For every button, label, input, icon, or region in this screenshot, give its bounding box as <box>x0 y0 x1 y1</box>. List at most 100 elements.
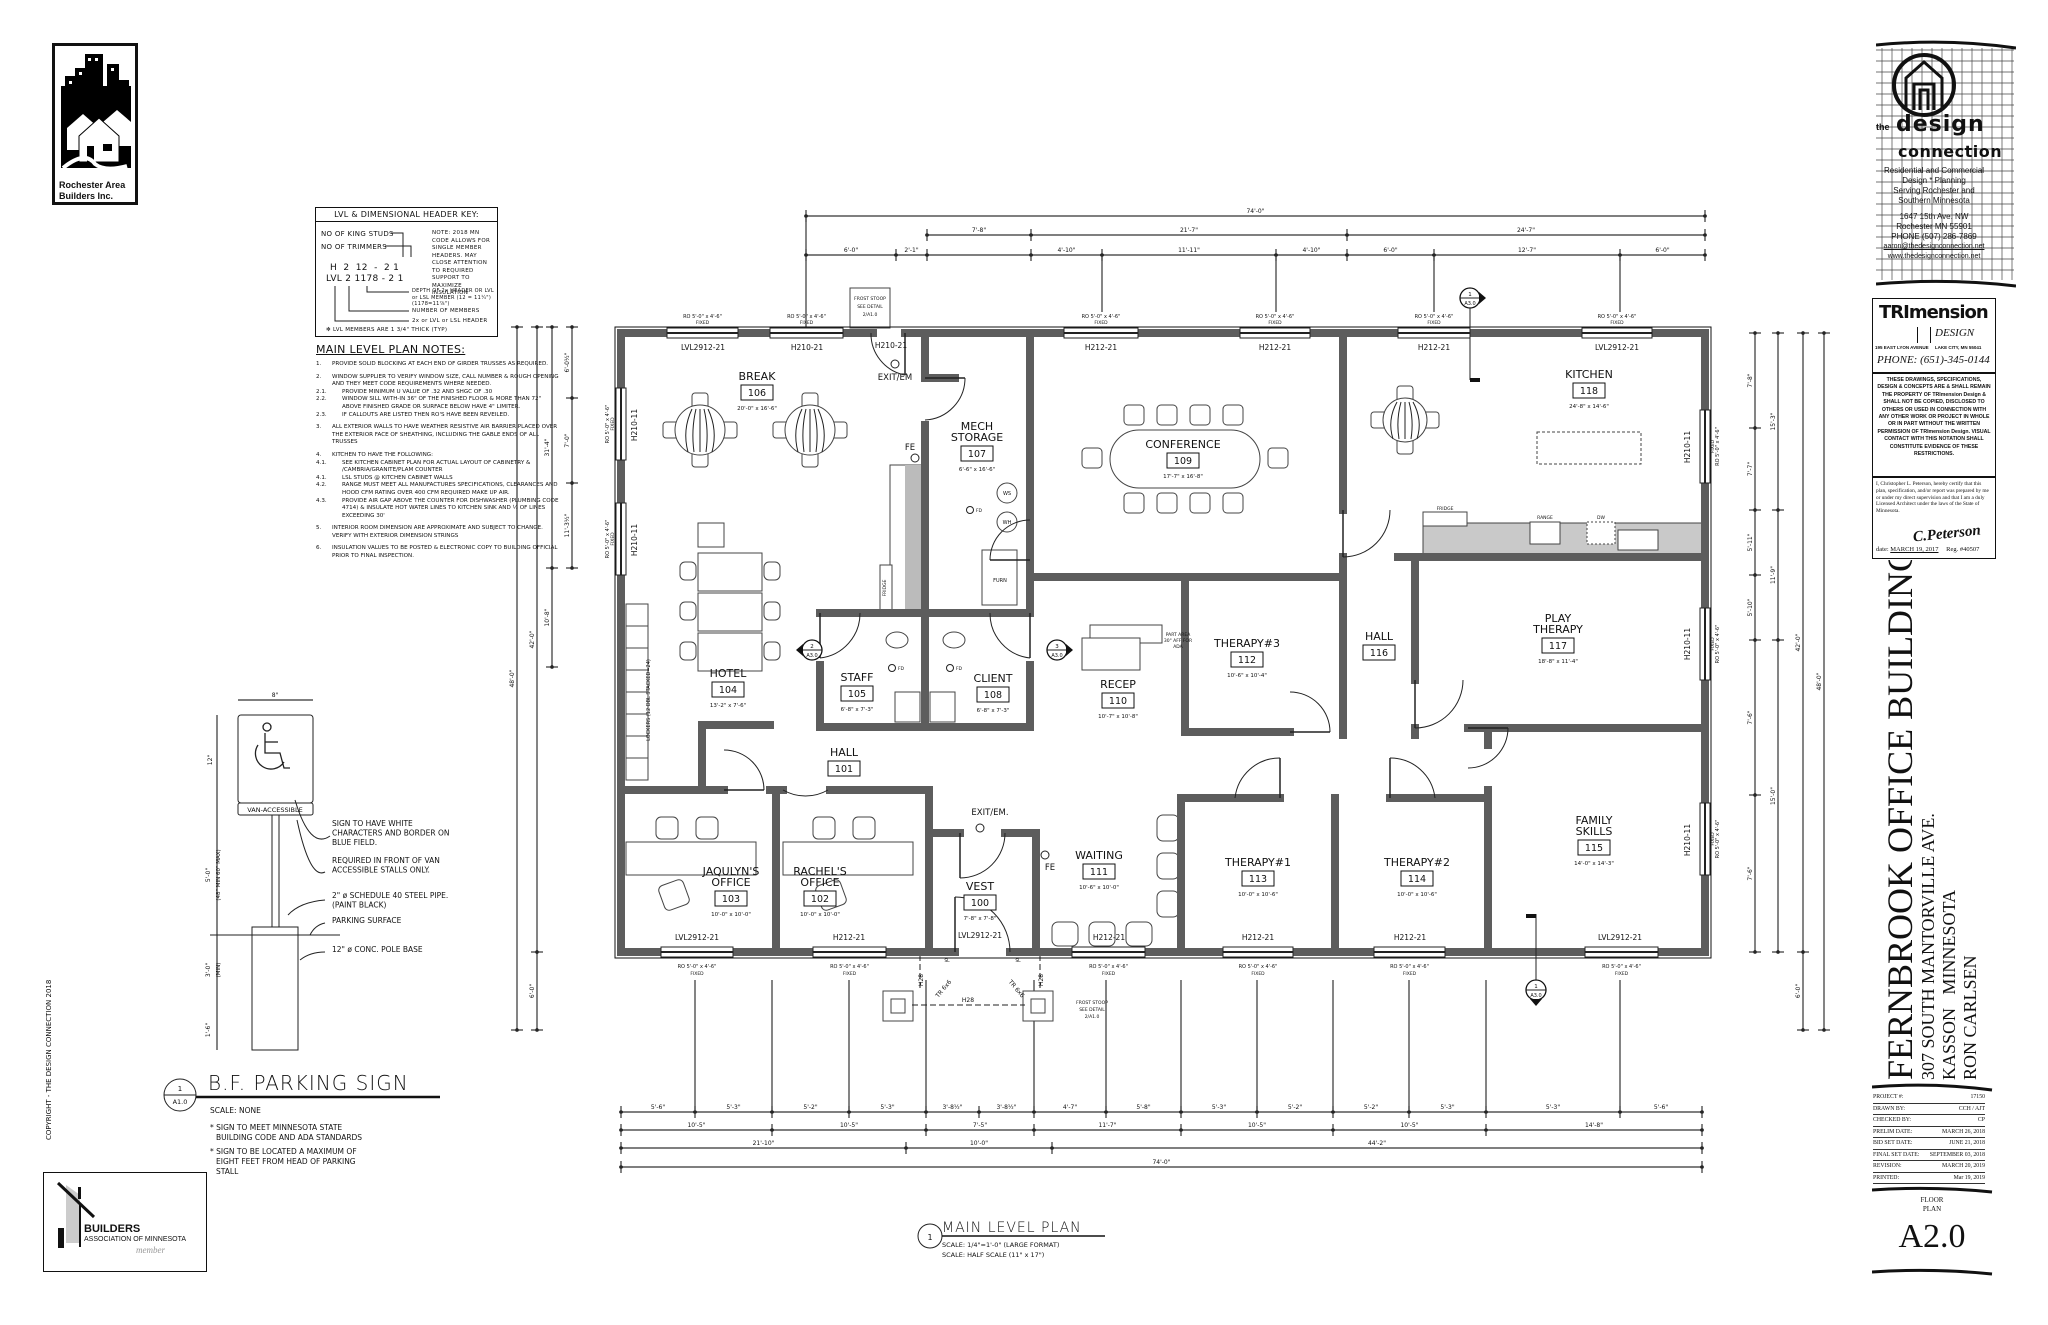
sign-width-dim: 8" <box>272 692 279 699</box>
room-name: CONFERENCE <box>1145 438 1220 451</box>
header-key-king-studs: NO OF KING STUDS <box>321 230 394 238</box>
header-label: H212-21 <box>1259 343 1291 352</box>
header-label: H210-21 <box>875 341 907 350</box>
room-name: THERAPY#2 <box>1383 856 1450 869</box>
embed-note: (MIN) <box>216 963 222 978</box>
header-label: LVL2912-21 <box>1598 933 1642 942</box>
doors-layer <box>723 332 1509 953</box>
exterior-wall-outline <box>614 326 1712 959</box>
kitchen-island <box>1536 431 1642 465</box>
window-type-label: FIXED <box>1610 320 1624 326</box>
dim-label: 5'-3" <box>1212 1104 1226 1111</box>
wood-grain <box>1412 401 1420 440</box>
kitchen-fridge <box>1422 511 1468 527</box>
section-sheet: A3.0 <box>806 653 817 659</box>
plan-note-text: KITCHEN TO HAVE THE FOLLOWING: <box>332 451 434 458</box>
room-name: SKILLS <box>1576 825 1613 838</box>
chair <box>1189 492 1211 514</box>
hotel-monitor <box>697 522 725 548</box>
room-name: JAQULYN'S <box>702 865 760 878</box>
water-softener <box>996 482 1018 504</box>
trimension-sub: DESIGN <box>1935 327 1975 339</box>
part-area-label: 30" AFF FOR <box>1164 638 1192 644</box>
door-swing-arc <box>1389 757 1436 799</box>
frost-stoop-label: 2/A1.0 <box>863 312 878 318</box>
dim-label: 15'-0" <box>1770 787 1777 805</box>
door-swing-arc <box>1289 691 1331 733</box>
locker <box>625 691 649 715</box>
wood-grain <box>813 408 818 453</box>
info-label: PRINTED: <box>1873 1174 1900 1181</box>
room-number-box <box>1101 692 1135 709</box>
room-name: HALL <box>1365 630 1394 643</box>
dim-label: 31'-4" <box>544 438 551 456</box>
room-name: BREAK <box>739 370 777 383</box>
info-label: PROJECT #: <box>1873 1094 1904 1100</box>
dim-label: 7'-6" <box>1747 866 1754 880</box>
locker <box>625 669 649 693</box>
plan-note-text: SEE KITCHEN CABINET PLAN FOR ACTUAL LAYO… <box>342 459 531 474</box>
dim-label: 11'-7" <box>1098 1122 1116 1129</box>
firm-phone: PHONE (507) 286-7869 <box>1891 232 1977 241</box>
window-type-label: FIXED <box>800 320 814 326</box>
door-swing-arc <box>959 832 1006 879</box>
section-arrow-icon <box>1530 999 1542 1006</box>
project-info-row: PRINTED:Mar 19, 2019 <box>1873 1173 1985 1184</box>
wheelchair-icon <box>254 722 290 770</box>
plan-scale-large: SCALE: 1/4"=1'-0" (LARGE FORMAT) <box>942 1241 1059 1249</box>
plan-note-item: 2.WINDOW SUPPLIER TO VERIFY WINDOW SIZE,… <box>316 374 561 389</box>
room-number-box <box>1400 870 1434 887</box>
window-type-label: FIXED <box>1102 971 1116 977</box>
plan-note-item: 4.1.LSL STUDS @ KITCHEN CABINET WALLS <box>316 475 561 483</box>
plan-note-text: ALL EXTERIOR WALLS TO HAVE WEATHER RESIS… <box>332 424 558 446</box>
chair <box>655 816 679 840</box>
plan-notes-list: 1.PROVIDE SOLID BLOCKING AT EACH END OF … <box>316 361 561 561</box>
room-number: 111 <box>1090 867 1108 878</box>
dim-label: 5'-11" <box>1747 533 1754 551</box>
trimension-bars-icon <box>1917 327 1931 343</box>
trimension-name: TRImension <box>1879 302 1989 323</box>
waiting-chair <box>1156 852 1180 880</box>
window-ro-label: RO 5'-0" x 4'-6" <box>1715 427 1721 466</box>
header-label: H210-11 <box>1683 628 1692 660</box>
chair <box>763 641 781 661</box>
plan-note-number: 4.1. <box>316 459 327 466</box>
trimension-address: 195 EAST LYON AVENUE LAKE CITY, MN 55041 <box>1875 345 1982 350</box>
dim-label: 5'-3" <box>1546 1104 1560 1111</box>
certification-text: I, Christopher L. Peterson, hereby certi… <box>1876 481 1989 515</box>
room-number-box <box>803 890 837 907</box>
door-swing-arc <box>989 519 1031 561</box>
frost-stoop-label: SEE DETAIL <box>857 304 883 310</box>
dim-label: 4'-10" <box>1057 247 1075 254</box>
post-6x6 <box>1030 998 1046 1014</box>
plan-note-text: LSL STUDS @ KITCHEN CABINET WALLS <box>342 474 453 481</box>
wood-grain <box>817 408 825 453</box>
room-size: 10'-6" x 10'-0" <box>1079 885 1119 891</box>
window-ro-label: RO 5'-0" x 4'-6" <box>1089 964 1128 970</box>
plan-note-text: INSULATION VALUES TO BE POSTED & ELECTRO… <box>332 545 558 560</box>
door-swing-arc <box>1234 757 1281 799</box>
chair <box>695 816 719 840</box>
sign-note-line: * SIGN TO MEET MINNESOTA STATE <box>210 1123 342 1132</box>
window-type-label: FIXED <box>610 532 616 546</box>
info-label: FINAL SET DATE: <box>1873 1151 1920 1158</box>
window-type-label: FIXED <box>1710 832 1716 846</box>
plan-note-number: 4.3. <box>316 497 327 504</box>
kitchen-counter <box>1422 522 1706 556</box>
room-number: 103 <box>722 894 740 905</box>
dim-label: 6'-0" <box>1655 247 1669 254</box>
locker <box>625 757 649 781</box>
info-label: BID SET DATE: <box>1873 1140 1913 1146</box>
room-number: 112 <box>1238 655 1256 666</box>
header-label: H212-21 <box>1394 933 1426 942</box>
header-label: LVL2912-21 <box>681 343 725 352</box>
firm-web: www.thedesignconnection.net <box>1887 253 1981 260</box>
